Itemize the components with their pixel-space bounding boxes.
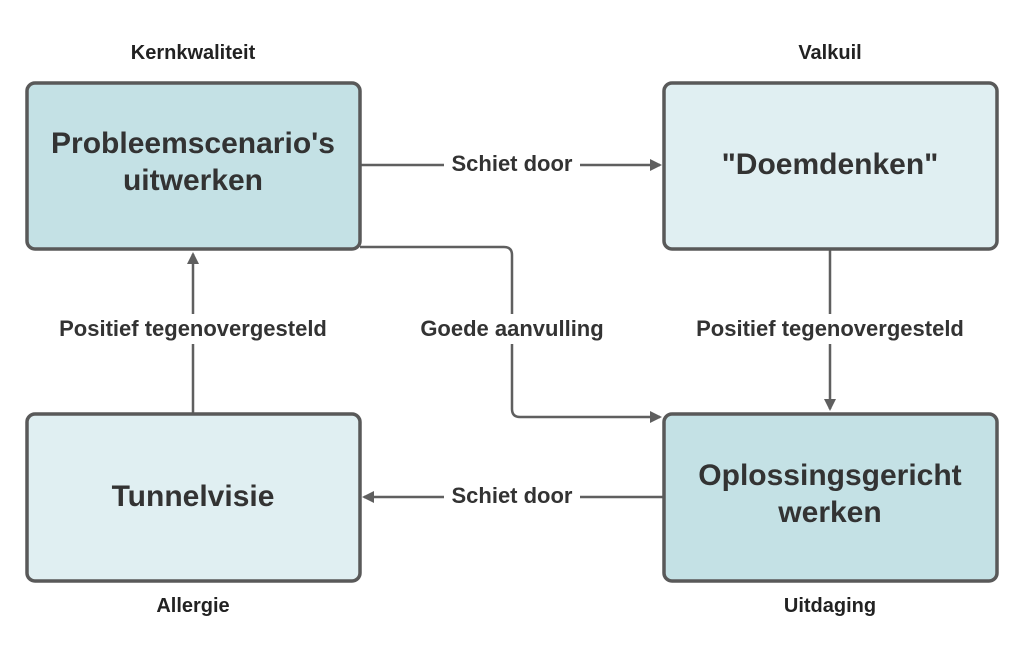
- box-allergie-rect: [25, 412, 362, 583]
- box-allergie: Tunnelvisie: [25, 412, 362, 583]
- box-uitdaging-line-2: werken: [777, 496, 881, 529]
- edge-label-bg: [444, 482, 580, 510]
- edge-label-bg: [444, 150, 580, 178]
- edge-label-goede-aanvulling: Goede aanvulling: [420, 316, 603, 341]
- box-valkuil-line-1: "Doemdenken": [722, 148, 939, 181]
- edge-label-bg: [43, 314, 343, 344]
- box-kernkwaliteit-rect: [25, 81, 362, 251]
- box-uitdaging-line-1: Oplossingsgericht: [698, 459, 961, 492]
- box-allergie-line-1: Tunnelvisie: [112, 480, 275, 513]
- edge-label-positief-right: Positief tegenovergesteld: [696, 316, 964, 341]
- edge-label-bg: [680, 314, 980, 344]
- edge-label-positief-left: Positief tegenovergesteld: [59, 316, 327, 341]
- box-uitdaging-rect: [662, 412, 999, 583]
- box-uitdaging: Oplossingsgericht werken: [662, 412, 999, 583]
- heading-allergie: Allergie: [156, 595, 229, 617]
- box-valkuil: "Doemdenken": [662, 81, 999, 251]
- box-valkuil-rect: [662, 81, 999, 251]
- edge-label-schiet-door-bottom: Schiet door: [451, 483, 572, 508]
- heading-uitdaging: Uitdaging: [784, 595, 876, 617]
- box-kernkwaliteit: Probleemscenario's uitwerken: [25, 81, 362, 251]
- edge-label-bg: [408, 314, 616, 344]
- heading-valkuil: Valkuil: [798, 42, 861, 64]
- heading-kernkwaliteit: Kernkwaliteit: [131, 42, 256, 64]
- box-kernkwaliteit-line-1: Probleemscenario's: [51, 127, 335, 160]
- edge-label-schiet-door-top: Schiet door: [451, 151, 572, 176]
- edges: Schiet door Schiet door Goede aanvulling…: [43, 150, 980, 510]
- box-kernkwaliteit-line-2: uitwerken: [123, 164, 263, 197]
